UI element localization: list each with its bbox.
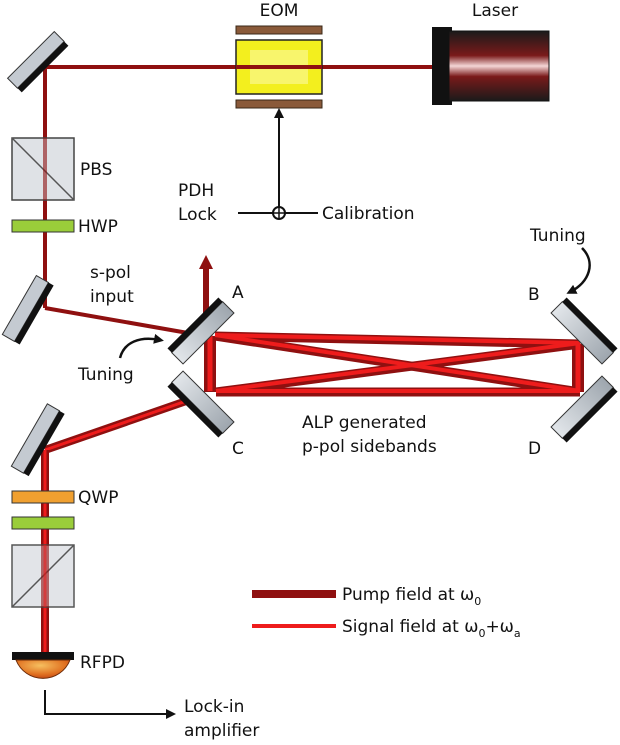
tuning-right-label: Tuning xyxy=(529,226,586,246)
photodiode-icon xyxy=(12,652,74,679)
legend-pump-label: Pump field at ω0 xyxy=(342,585,481,608)
summing-junction-icon xyxy=(272,206,286,220)
tuning-right-arrow-icon xyxy=(566,247,591,294)
alp-label-line1: ALP generated xyxy=(302,413,427,433)
tuning-left-label: Tuning xyxy=(77,365,134,385)
s-pol-label-line1: s-pol xyxy=(90,263,131,283)
mirror-d-label: D xyxy=(528,439,541,459)
signal-cavity-a-b xyxy=(214,333,581,345)
lock-in-label-line2: amplifier xyxy=(184,721,259,741)
alp-label-line2: p-pol sidebands xyxy=(302,437,437,457)
legend-signal-label: Signal field at ω0+ωa xyxy=(342,617,521,640)
laser-label: Laser xyxy=(472,1,518,21)
mirror-a-label: A xyxy=(232,283,244,303)
mirror-output-icon xyxy=(10,403,65,477)
mirror-b-label: B xyxy=(528,285,540,305)
pbs-label: PBS xyxy=(80,160,112,180)
pump-beam-to-mirror-a xyxy=(44,306,189,335)
signal-beam-path xyxy=(207,333,581,393)
hwp-label: HWP xyxy=(78,217,118,237)
mirror-c-label: C xyxy=(232,439,244,459)
half-wave-plate-icon xyxy=(11,219,75,233)
lock-in-signal-arrow xyxy=(44,690,176,719)
lock-in-label-line1: Lock-in xyxy=(184,697,244,717)
tuning-left-arrow-icon xyxy=(118,333,164,359)
quarter-wave-plate-icon xyxy=(11,490,75,504)
signal-cavity-b-c xyxy=(215,341,581,393)
pump-beam-path xyxy=(43,65,584,397)
s-pol-label-line2: input xyxy=(90,287,134,307)
pdh-label-line1: PDH xyxy=(178,181,214,201)
pdh-label-line2: Lock xyxy=(178,205,217,225)
qwp-label: QWP xyxy=(78,488,118,508)
mirror-s-pol-icon xyxy=(1,274,54,345)
cavity-mirror-a-icon xyxy=(167,297,235,365)
eom-label: EOM xyxy=(260,1,299,21)
signal-cavity-a-d xyxy=(214,333,581,393)
output-signal-c-to-mirror xyxy=(44,396,196,452)
cavity-mirror-b-icon xyxy=(550,297,618,365)
rfpd-label: RFPD xyxy=(80,653,125,673)
legend: Pump field at ω0 Signal field at ω0+ωa xyxy=(252,585,521,640)
mirror-top-left-icon xyxy=(6,30,69,93)
cavity-mirror-d-icon xyxy=(550,375,618,443)
cavity-mirror-c-icon xyxy=(167,370,235,438)
calibration-label: Calibration xyxy=(322,204,415,224)
output-beam-splitter-icon xyxy=(11,544,75,608)
laser-head-icon xyxy=(432,27,550,105)
half-wave-plate-output-icon xyxy=(11,516,75,530)
beam-splitter-cube-icon xyxy=(11,137,75,201)
